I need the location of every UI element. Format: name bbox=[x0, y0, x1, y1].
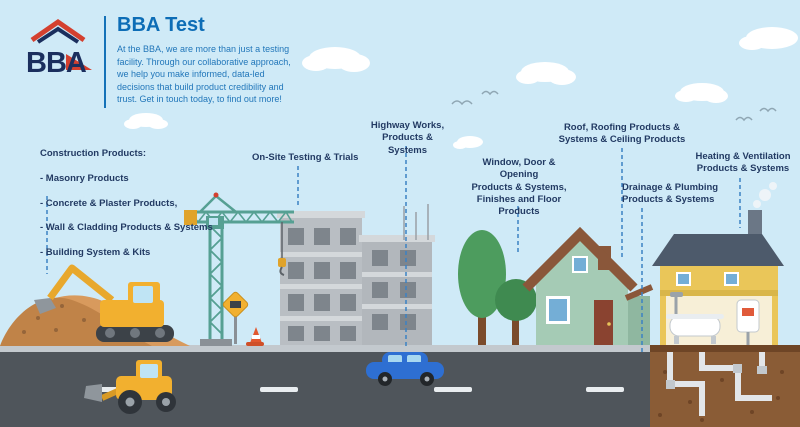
intro-text: At the BBA, we are more than just a test… bbox=[117, 44, 291, 105]
yellow-house bbox=[652, 182, 784, 345]
underground-soil bbox=[648, 345, 800, 427]
label-construction-item: - Masonry Products bbox=[40, 173, 129, 185]
logo-red-triangle bbox=[66, 54, 92, 70]
bba-logo: BBA bbox=[26, 18, 92, 79]
roadworks-sign bbox=[222, 291, 249, 344]
blue-car bbox=[366, 352, 444, 386]
tower-crane bbox=[184, 192, 294, 346]
label-heating-ventilation: Heating & Ventilation Products & Systems bbox=[695, 151, 791, 175]
header-divider bbox=[104, 16, 106, 108]
logo-roof-inner bbox=[36, 26, 80, 44]
shower-head-icon bbox=[670, 292, 683, 297]
page-title: BBA Test bbox=[117, 14, 205, 36]
label-construction-item: - Wall & Cladding Products & Systems bbox=[40, 222, 213, 234]
birds-icon bbox=[451, 90, 499, 106]
trees bbox=[458, 230, 537, 345]
building-under-construction bbox=[277, 204, 435, 345]
excavator bbox=[34, 264, 174, 342]
bba-logo-text: BBA bbox=[26, 47, 87, 79]
label-drainage-plumbing: Drainage & Plumbing Products & Systems bbox=[622, 182, 719, 206]
leader-lines bbox=[46, 146, 741, 354]
label-construction-item: - Building System & Kits bbox=[40, 247, 151, 259]
clouds bbox=[124, 27, 798, 149]
label-window-door: Window, Door & Opening Products & System… bbox=[471, 157, 567, 218]
building-windows bbox=[288, 228, 416, 341]
pipe-joints bbox=[666, 364, 767, 389]
road bbox=[0, 345, 650, 427]
logo-roof-outer bbox=[30, 18, 86, 43]
crane-hook-icon bbox=[279, 266, 285, 276]
wheel-loader bbox=[84, 360, 176, 414]
birds-icon bbox=[735, 107, 777, 122]
label-highway-works: Highway Works, Products & Systems bbox=[370, 120, 445, 156]
label-construction-products: Construction Products: - Masonry Product… bbox=[40, 136, 240, 272]
rebar bbox=[403, 204, 429, 240]
traffic-cone bbox=[246, 327, 264, 346]
label-construction-item: - Concrete & Plaster Products, bbox=[40, 197, 178, 209]
label-construction-title: Construction Products: bbox=[40, 148, 147, 160]
label-onsite-testing: On-Site Testing & Trials bbox=[252, 152, 359, 163]
green-house bbox=[522, 226, 654, 345]
label-roof-roofing: Roof, Roofing Products & Systems & Ceili… bbox=[558, 122, 686, 146]
